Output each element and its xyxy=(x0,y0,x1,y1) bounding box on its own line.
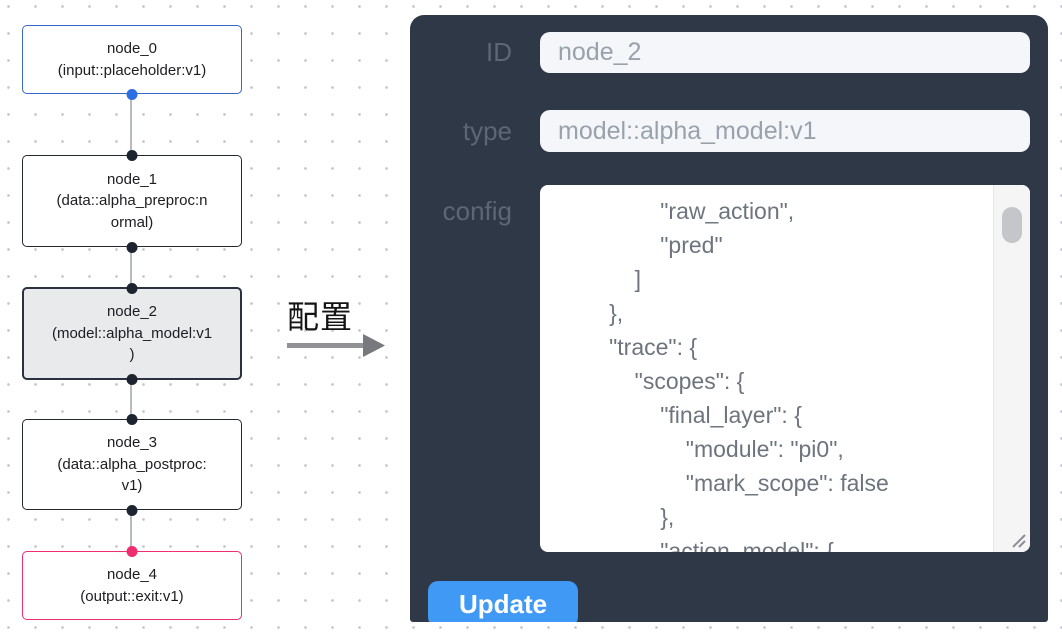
output-port[interactable] xyxy=(126,373,138,385)
id-input[interactable]: node_2 xyxy=(540,32,1030,73)
graph-node-node_3[interactable]: node_3 (data::alpha_postproc: v1) xyxy=(22,413,242,516)
node-label: node_1 (data::alpha_preproc:n ormal) xyxy=(56,170,208,231)
right-arrow-icon xyxy=(287,334,385,357)
node-label: node_3 (data::alpha_postproc: v1) xyxy=(57,434,207,495)
output-port[interactable] xyxy=(126,88,138,100)
edge-node0-node1 xyxy=(130,94,132,155)
graph-node-node_2-selected[interactable]: node_2 (model::alpha_model:v1 ) xyxy=(22,282,242,385)
type-field-label: type xyxy=(462,116,512,146)
edge-node1-node2 xyxy=(130,247,132,287)
input-port[interactable] xyxy=(126,282,138,294)
output-port[interactable] xyxy=(126,504,138,516)
textarea-resize-handle-icon[interactable] xyxy=(1009,531,1027,549)
edge-node2-node3 xyxy=(130,380,132,419)
config-textarea[interactable]: "raw_action", "pred" ] }, "trace": { "sc… xyxy=(540,185,1030,552)
graph-node-node_4[interactable]: node_4 (output::exit:v1) xyxy=(22,545,242,620)
input-port[interactable] xyxy=(126,545,138,557)
update-button[interactable]: Update xyxy=(428,581,578,622)
node-label: node_2 (model::alpha_model:v1 ) xyxy=(51,303,213,364)
config-scrollbar-thumb[interactable] xyxy=(1002,207,1022,243)
input-port[interactable] xyxy=(126,149,138,161)
config-json-text: "raw_action", "pred" ] }, "trace": { "sc… xyxy=(609,198,889,552)
graph-node-node_1[interactable]: node_1 (data::alpha_preproc:n ormal) xyxy=(22,149,242,253)
node-label: node_4 (output::exit:v1) xyxy=(80,566,184,605)
node-config-panel: ID node_2 type model::alpha_model:v1 con… xyxy=(410,15,1048,622)
graph-node-node_0[interactable]: node_0 (input::placeholder:v1) xyxy=(22,25,242,100)
config-field-label: config xyxy=(442,196,512,226)
edge-node3-node4 xyxy=(130,510,132,551)
node-label: node_0 (input::placeholder:v1) xyxy=(57,40,207,79)
output-port[interactable] xyxy=(126,241,138,253)
input-port[interactable] xyxy=(126,413,138,425)
configure-annotation: 配置 xyxy=(287,299,354,335)
id-field-label: ID xyxy=(486,37,512,67)
config-scrollbar[interactable] xyxy=(993,185,1030,552)
type-input[interactable]: model::alpha_model:v1 xyxy=(540,110,1030,152)
